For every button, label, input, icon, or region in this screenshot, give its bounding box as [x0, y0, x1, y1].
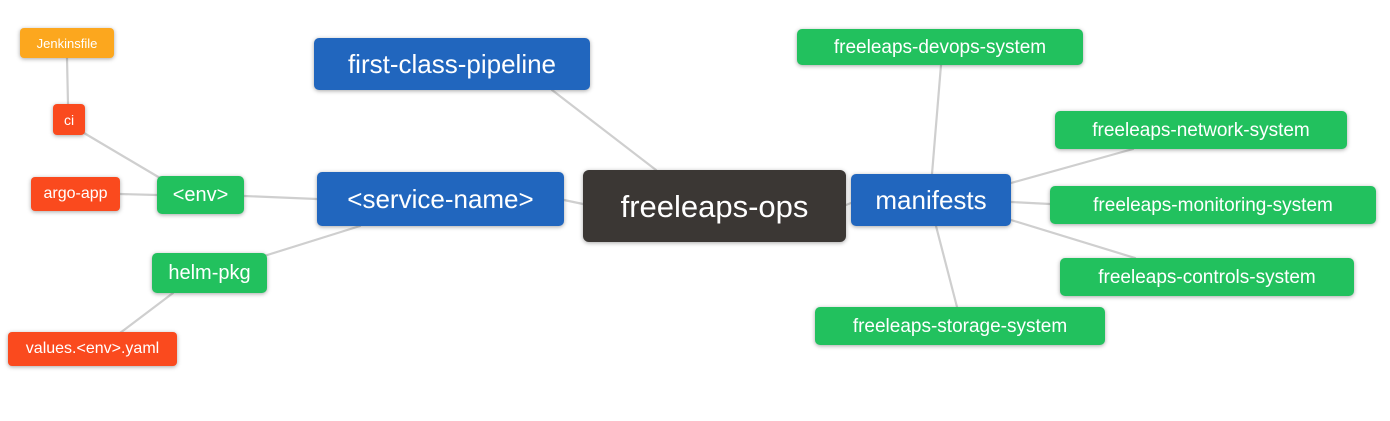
edge-manifests-devops_system — [930, 63, 943, 176]
node-argo-app[interactable]: argo-app — [31, 177, 120, 211]
edge-first_class_pipeline-root — [550, 88, 658, 172]
edge-manifests-network_system — [1009, 147, 1135, 185]
node-freeleaps-network-system[interactable]: freeleaps-network-system — [1055, 111, 1347, 149]
node-freeleaps-devops-system[interactable]: freeleaps-devops-system — [797, 29, 1083, 65]
node-freeleaps-ops-root[interactable]: freeleaps-ops — [583, 170, 846, 242]
node-ci[interactable]: ci — [53, 104, 85, 135]
edge-manifests-storage_system — [934, 224, 959, 309]
edge-jenkinsfile-ci — [65, 56, 70, 106]
node-freeleaps-monitoring-system[interactable]: freeleaps-monitoring-system — [1050, 186, 1376, 224]
node-manifests[interactable]: manifests — [851, 174, 1011, 226]
edge-env-service_name — [242, 194, 319, 201]
node-first-class-pipeline[interactable]: first-class-pipeline — [314, 38, 590, 90]
node-service-name[interactable]: <service-name> — [317, 172, 564, 226]
node-env[interactable]: <env> — [157, 176, 244, 214]
edge-manifests-controls_system — [1009, 218, 1137, 260]
node-freeleaps-storage-system[interactable]: freeleaps-storage-system — [815, 307, 1105, 345]
edge-ci-env — [82, 131, 162, 180]
node-values-env-yaml[interactable]: values.<env>.yaml — [8, 332, 177, 366]
edge-manifests-monitoring_system — [1009, 200, 1052, 206]
node-jenkinsfile[interactable]: Jenkinsfile — [20, 28, 114, 58]
node-helm-pkg[interactable]: helm-pkg — [152, 253, 267, 293]
edge-argo_app-env — [118, 192, 159, 197]
edge-root-manifests — [844, 201, 853, 207]
edge-service_name-root — [562, 198, 585, 206]
node-freeleaps-controls-system[interactable]: freeleaps-controls-system — [1060, 258, 1354, 296]
edge-service_name-helm_pkg — [262, 224, 362, 258]
edge-helm_pkg-values_env_yaml — [118, 291, 175, 335]
